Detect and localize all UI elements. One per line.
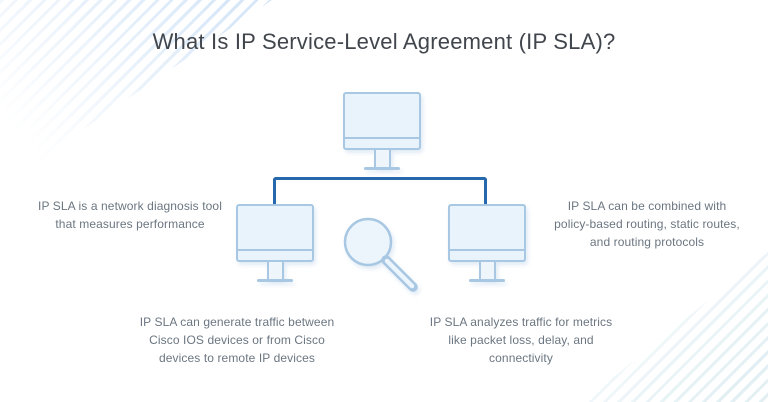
monitor-base — [364, 167, 400, 170]
monitor-stand — [266, 262, 284, 279]
note-line: IP SLA can generate traffic between — [139, 315, 335, 329]
top-desktop-computer-icon — [343, 92, 421, 170]
right-desktop-computer-icon — [448, 204, 526, 282]
note-line: and routing protocols — [589, 235, 705, 249]
page-title: What Is IP Service-Level Agreement (IP S… — [152, 29, 616, 54]
note-line: IP SLA can be combined with — [567, 199, 727, 213]
diagonal-stripes-top-left-decoration — [0, 0, 272, 186]
note-line: that measures performance — [55, 217, 205, 231]
note-line: devices to remote IP devices — [159, 351, 315, 365]
note-bottom-left: IP SLA can generate traffic between Cisc… — [132, 313, 342, 367]
monitor-base — [469, 279, 505, 282]
magnifying-glass-icon — [343, 217, 418, 292]
monitor-stand — [478, 262, 496, 279]
note-line: Cisco IOS devices or from Cisco — [149, 333, 325, 347]
note-line: connectivity — [489, 351, 553, 365]
note-bottom-right: IP SLA analyzes traffic for metrics like… — [416, 313, 626, 367]
note-line: IP SLA is a network diagnosis tool — [38, 199, 222, 213]
note-line: IP SLA analyzes traffic for metrics — [429, 315, 613, 329]
monitor-stand — [373, 150, 391, 167]
note-right: IP SLA can be combined with policy-based… — [541, 197, 753, 251]
note-left: IP SLA is a network diagnosis tool that … — [25, 197, 235, 233]
monitor-screen — [343, 92, 421, 150]
monitor-base — [257, 279, 293, 282]
note-line: like packet loss, delay, and — [448, 333, 594, 347]
note-line: policy-based routing, static routes, — [554, 217, 740, 231]
connector-bracket — [273, 177, 487, 204]
monitor-screen — [236, 204, 314, 262]
left-desktop-computer-icon — [236, 204, 314, 282]
monitor-screen — [448, 204, 526, 262]
